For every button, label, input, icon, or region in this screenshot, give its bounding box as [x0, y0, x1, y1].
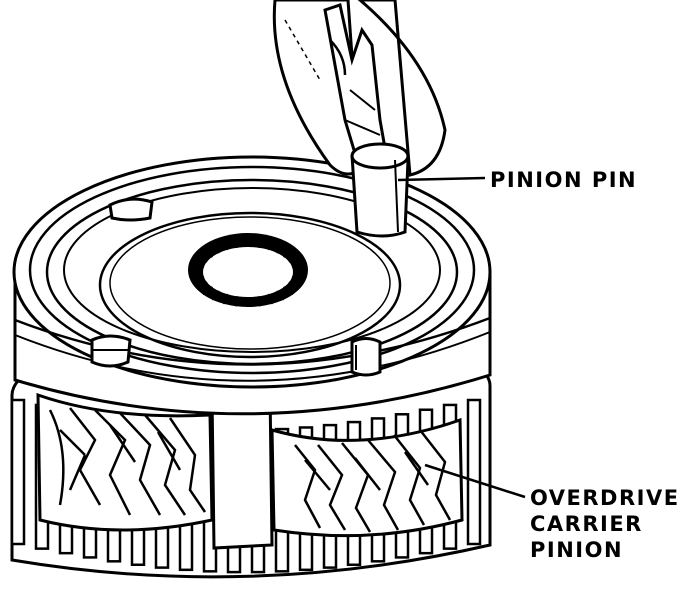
pin-head-lower-left — [90, 334, 132, 368]
hub-tooth — [233, 237, 240, 249]
hub-tooth — [201, 248, 214, 258]
internal-spline-hub — [188, 233, 308, 307]
hub-tooth — [282, 248, 295, 258]
hub-tooth — [221, 293, 230, 305]
pin-head-top-left — [108, 197, 154, 222]
label-line-carrier: CARRIER — [530, 512, 643, 536]
hub-tooth — [233, 295, 240, 307]
pinion-pin — [350, 142, 410, 238]
pin-head-lower-right — [350, 337, 382, 377]
hub-tooth — [288, 255, 301, 263]
spline-tooth — [466, 398, 482, 546]
hub-tooth — [201, 286, 214, 296]
gear-window-right — [270, 417, 464, 538]
hub-tooth — [291, 276, 305, 282]
hub-tooth — [191, 262, 205, 268]
hub-tooth — [256, 237, 263, 249]
label-pinion-pin: PINION PIN — [490, 168, 638, 192]
pliers-tool — [272, 0, 447, 177]
hub-tooth — [195, 281, 208, 289]
leader-lines — [397, 176, 526, 499]
spline-tooth — [10, 398, 26, 546]
leader-line-carrier-pinion — [424, 463, 526, 499]
hub-tooth — [282, 286, 295, 296]
hub-tooth — [210, 243, 221, 254]
hub-tooth — [191, 276, 205, 282]
hub-tooth — [275, 243, 286, 254]
hub-tooth — [210, 290, 221, 301]
hub-tooth — [256, 295, 263, 307]
label-line-overdrive: OVERDRIVE — [530, 486, 680, 510]
hub-tooth — [266, 239, 275, 251]
hub-tooth — [266, 293, 275, 305]
label-overdrive-carrier-pinion: OVERDRIVE CARRIER PINION — [530, 485, 680, 563]
hub-tooth — [288, 281, 301, 289]
hub-tooth — [275, 290, 286, 301]
label-line-pinion: PINION — [530, 538, 624, 562]
gear-window-left — [36, 392, 214, 532]
hub-tooth — [221, 239, 230, 251]
hub-tooth — [291, 262, 305, 268]
leader-line-pinion-pin — [397, 176, 486, 182]
hub-tooth — [195, 255, 208, 263]
